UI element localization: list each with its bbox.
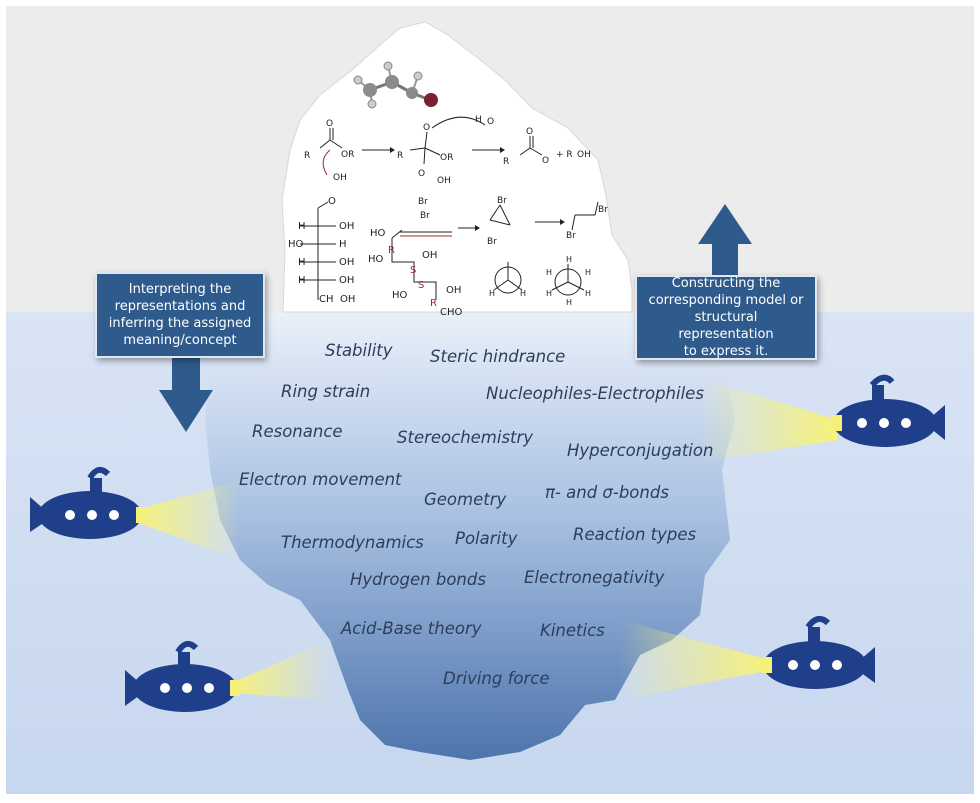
- light-beam-right-top: [700, 378, 838, 462]
- concept-hyperconjugation: Hyperconjugation: [567, 441, 714, 460]
- light-beam-left-middle: [136, 480, 240, 560]
- concept-electronegativity: Electronegativity: [524, 568, 665, 587]
- callout-left-line-3: inferring the assigned: [108, 316, 252, 331]
- ball-and-stick-molecule: [353, 61, 438, 109]
- concept-steric-hindrance: Steric hindrance: [430, 347, 566, 366]
- callout-right-line-2: corresponding model or: [648, 293, 804, 308]
- zig-cho: CHO: [440, 307, 463, 318]
- fischer-ho-2: HO: [288, 239, 304, 250]
- concept-ring-strain: Ring strain: [281, 382, 371, 401]
- callout-right-line-4: to express it.: [683, 344, 769, 359]
- light-beam-left-bottom: [232, 640, 330, 700]
- submarine-left-bottom: [125, 640, 240, 712]
- bromide-br: Br: [487, 237, 497, 247]
- sugar-zigzag-structure: HO HO OH HO OH CHO R S S R: [368, 228, 463, 318]
- submarine-right-bottom: [762, 615, 875, 689]
- callout-left-line-4: meaning/concept: [123, 333, 237, 348]
- constructing-callout: Constructing the corresponding model or …: [635, 275, 817, 360]
- down-arrow: [159, 358, 213, 432]
- bromination-scheme: Br Br Br Br Br Br: [400, 196, 608, 247]
- dibromide-br-1: Br: [566, 231, 576, 241]
- newman-h-5: H: [585, 289, 591, 298]
- fischer-oh-3: OH: [339, 257, 354, 268]
- ester-r1: R: [304, 151, 310, 161]
- hydroxide-label: OH: [333, 173, 347, 183]
- concept-electron-movement: Electron movement: [239, 470, 402, 489]
- submarine-left-middle: [30, 466, 146, 539]
- stereo-s-1: S: [410, 265, 416, 276]
- water-o: O: [487, 117, 494, 127]
- up-arrow: [698, 204, 752, 275]
- fischer-h-4: H: [298, 275, 306, 286]
- concept-stability: Stability: [325, 341, 393, 360]
- fischer-projection: O H OH HO H H OH H OH CH OH: [288, 196, 355, 305]
- fischer-h-2: H: [339, 239, 347, 250]
- zig-oh-1: OH: [422, 250, 437, 261]
- newman-h-1: H: [489, 289, 495, 298]
- interpreting-callout: Interpreting the representations and inf…: [95, 272, 265, 358]
- stereo-r-2: R: [430, 298, 437, 309]
- submerged-iceberg: [205, 312, 735, 760]
- concept-hydrogen-bonds: Hydrogen bonds: [350, 570, 486, 589]
- newman-h-4: H: [546, 289, 552, 298]
- water-h: H: [475, 115, 482, 125]
- concept-nucleophiles-electrophiles: Nucleophiles-Electrophiles: [486, 384, 704, 403]
- concept-kinetics: Kinetics: [540, 621, 605, 640]
- zig-ho-top: HO: [370, 228, 386, 239]
- product-o-minus: O: [542, 156, 549, 166]
- newman-h-7: H: [585, 268, 591, 277]
- concept-pi-sigma-bonds: π- and σ-bonds: [545, 483, 669, 502]
- concept-acid-base-theory: Acid-Base theory: [341, 619, 482, 638]
- ester-hydrolysis-scheme: O R OR OH O R OR O H O OH O R O + R OH: [304, 115, 591, 186]
- callout-left-line-2: representations and: [114, 299, 246, 314]
- zig-ho-1: HO: [368, 254, 384, 265]
- concept-polarity: Polarity: [455, 529, 518, 548]
- newman-h-8: H: [566, 298, 572, 307]
- concept-geometry: Geometry: [424, 490, 507, 509]
- fischer-oh-4: OH: [339, 275, 354, 286]
- bromonium-br: Br: [497, 196, 507, 206]
- fischer-ch2oh-oh: OH: [340, 294, 355, 305]
- tetrahedral-or2: OR: [440, 153, 453, 163]
- concept-driving-force: Driving force: [443, 669, 550, 688]
- concept-resonance: Resonance: [252, 422, 343, 441]
- br-minus: Br: [420, 211, 430, 221]
- fischer-h-3: H: [298, 257, 306, 268]
- dibromide-br-2: Br: [598, 205, 608, 215]
- carbonyl-o: O: [326, 119, 333, 129]
- newman-projections: H H H H H H H H: [489, 255, 591, 307]
- callout-right-line-1: Constructing the: [671, 276, 781, 291]
- zig-oh-2: OH: [446, 285, 461, 296]
- plus-r2: + R: [556, 150, 573, 160]
- fischer-ch2oh: CH: [319, 294, 334, 305]
- submarine-right-top: [832, 374, 945, 447]
- r2oh-label: OH: [577, 150, 591, 160]
- newman-h-3: H: [566, 255, 572, 264]
- newman-h-2: H: [520, 289, 526, 298]
- tetrahedral-o: O: [423, 123, 430, 133]
- concept-reaction-types: Reaction types: [573, 525, 697, 544]
- stereo-s-2: S: [418, 280, 424, 291]
- fischer-oh-1: OH: [339, 221, 354, 232]
- zig-ho-2: HO: [392, 290, 408, 301]
- light-beam-right-bottom: [620, 620, 770, 700]
- concept-thermodynamics: Thermodynamics: [281, 533, 424, 552]
- callout-left-line-1: Interpreting the: [128, 282, 232, 297]
- stereo-r-1: R: [388, 245, 395, 256]
- br-plus: Br: [418, 197, 428, 207]
- ester-or2: OR: [341, 150, 354, 160]
- callout-right-line-3: structural representation: [678, 310, 774, 342]
- fischer-h-1: H: [298, 221, 306, 232]
- tetrahedral-oh: O: [418, 169, 425, 179]
- product-o: O: [526, 127, 533, 137]
- newman-h-6: H: [546, 268, 552, 277]
- product-r1: R: [503, 157, 509, 167]
- fischer-o: O: [328, 196, 336, 207]
- concept-stereochemistry: Stereochemistry: [397, 428, 534, 447]
- tetrahedral-r1: R: [397, 151, 403, 161]
- hydroxide-2: OH: [437, 176, 451, 186]
